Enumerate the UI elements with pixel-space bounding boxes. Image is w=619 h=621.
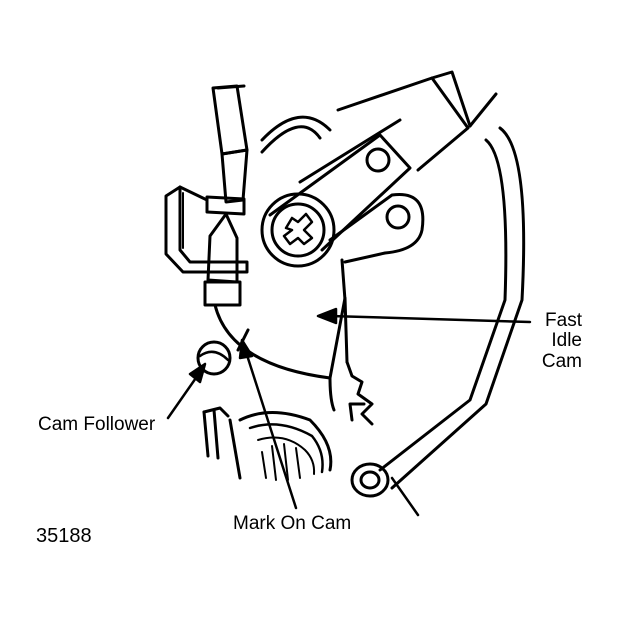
arrowhead-cam-follower: [188, 362, 207, 384]
fast-idle-cam-body: [213, 258, 374, 426]
figure-number: 35188: [36, 525, 92, 547]
label-cam-follower: Cam Follower: [38, 414, 156, 435]
lever-arm: [268, 118, 425, 264]
leader-rod: [390, 476, 420, 517]
leader-lines: [166, 307, 532, 517]
leader-mark-on-cam: [244, 350, 298, 510]
bracket: [164, 185, 249, 274]
arrowhead-mark-on-cam: [238, 338, 254, 360]
screw: [260, 192, 336, 268]
cam-follower-roller: [196, 340, 232, 376]
arrowhead-fast-idle-cam: [316, 307, 338, 325]
label-mark-on-cam: Mark On Cam: [233, 513, 352, 534]
label-fast-idle-cam-line2: Idle: [551, 330, 582, 351]
label-fast-idle-cam-line3: Cam: [541, 351, 582, 372]
housing-upper: [260, 70, 498, 172]
leader-fast-idle-cam: [328, 314, 532, 324]
leader-cam-follower: [166, 373, 200, 420]
choke-rod: [203, 84, 249, 307]
connecting-rod: [350, 126, 526, 498]
label-fast-idle-cam-line1: Fast: [545, 310, 582, 331]
